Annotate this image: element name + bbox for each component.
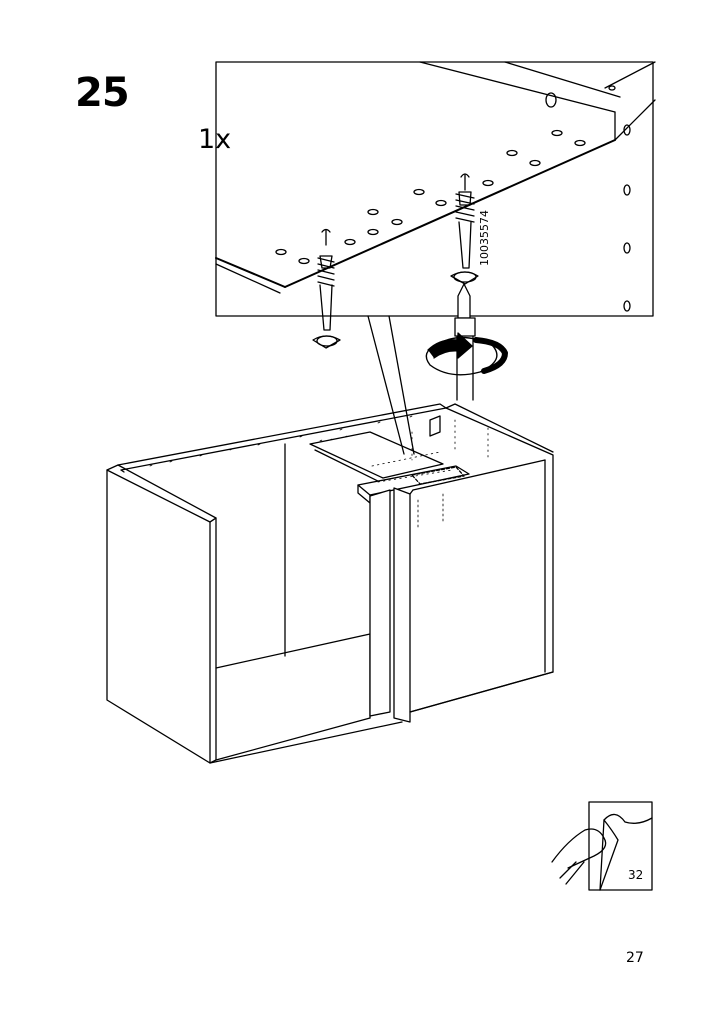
reference-page-number: 32 bbox=[628, 868, 644, 882]
hole-row bbox=[275, 129, 586, 265]
page-number: 27 bbox=[626, 950, 644, 966]
detail-callout bbox=[215, 61, 656, 455]
quantity-label: 1x bbox=[198, 124, 232, 155]
page-turn-icon bbox=[551, 801, 653, 891]
rotate-clockwise-icon bbox=[425, 332, 508, 376]
corner-cabinet bbox=[106, 403, 554, 764]
screwdriver-icon bbox=[454, 283, 476, 401]
screw-icon bbox=[312, 228, 341, 349]
hole-markings bbox=[149, 415, 489, 531]
step-number: 25 bbox=[75, 70, 130, 116]
screw-icon bbox=[450, 173, 479, 285]
part-number: 10035574 bbox=[478, 210, 491, 266]
